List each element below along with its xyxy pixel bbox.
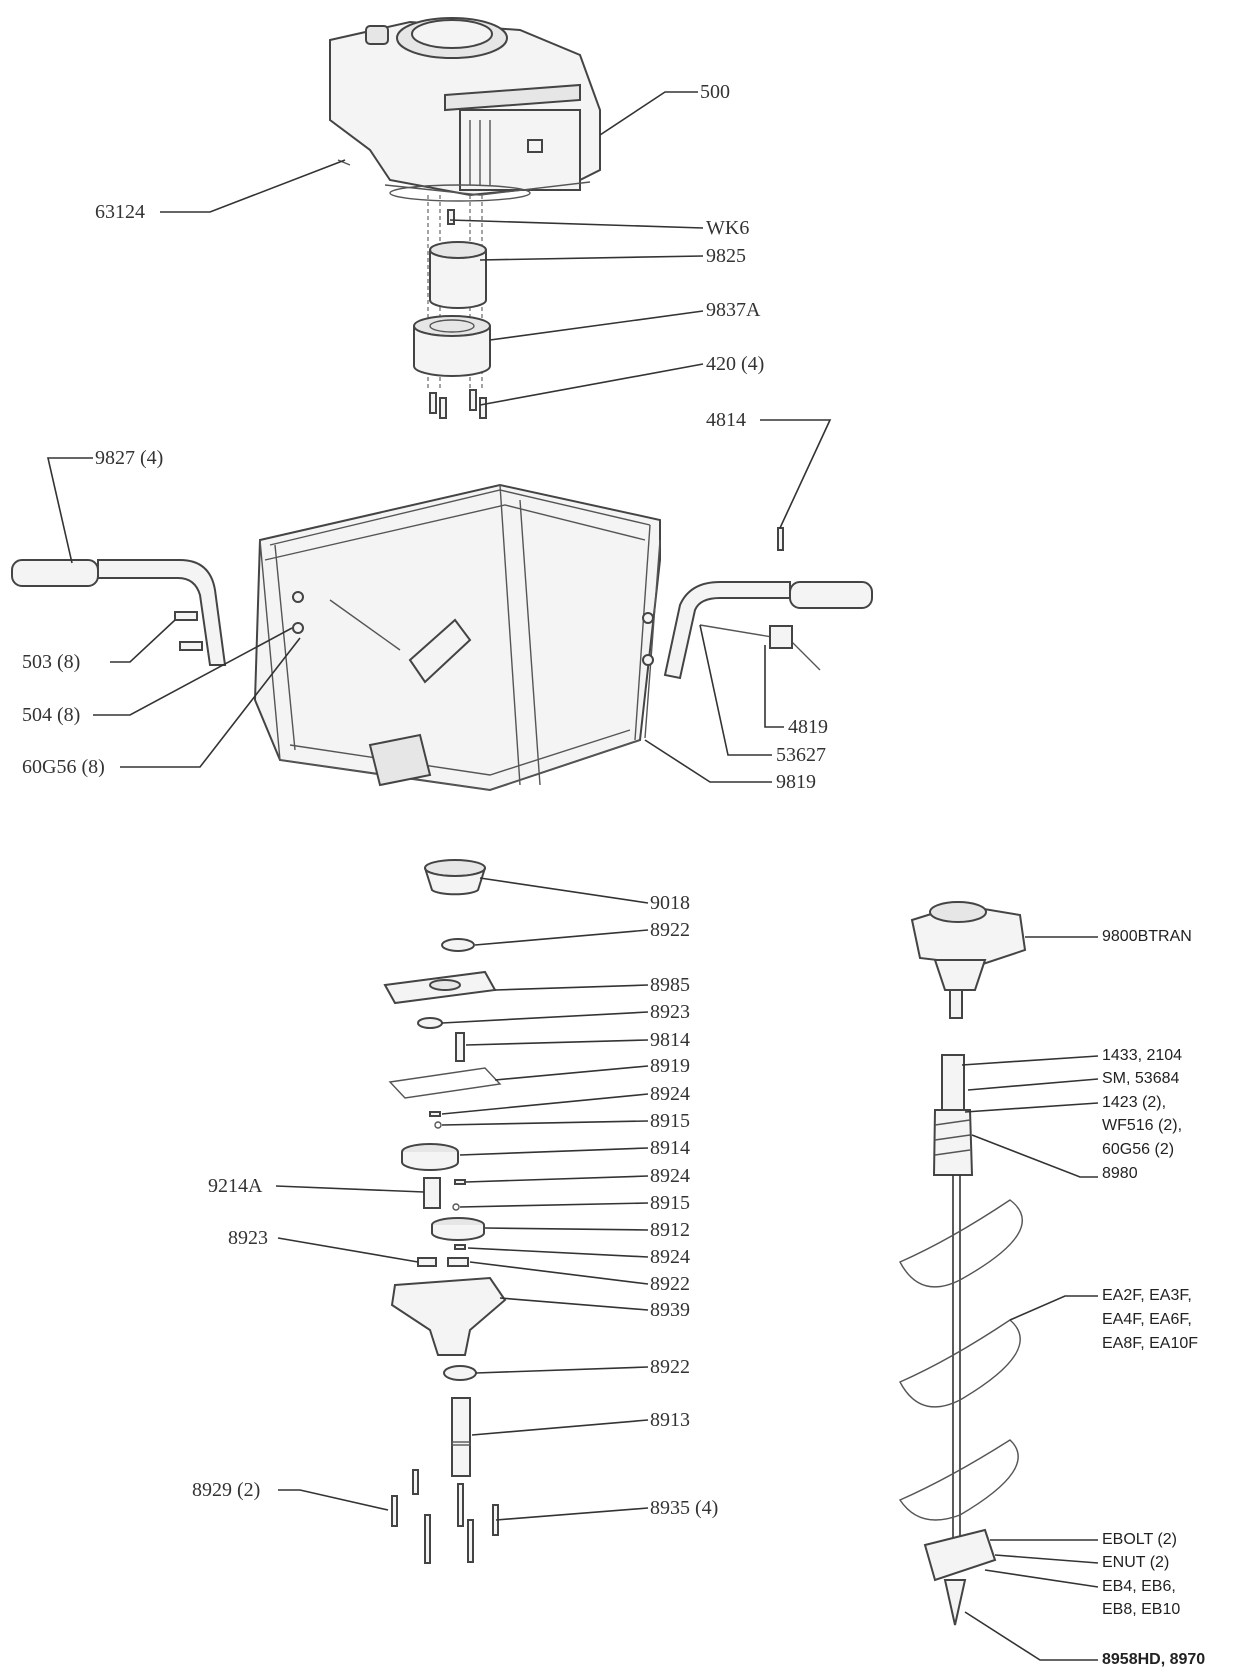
label-1433: 1433, 2104 — [1102, 1047, 1183, 1064]
label-9800btran: 9800BTRAN — [1102, 928, 1192, 945]
label-ea-3: EA8F, EA10F — [1102, 1335, 1199, 1352]
label-wf516: WF516 (2), — [1102, 1117, 1183, 1134]
label-8924-c: 8924 — [650, 1246, 690, 1268]
label-8912: 8912 — [650, 1219, 690, 1241]
auger — [898, 1054, 1023, 1626]
label-8922-a: 8922 — [650, 919, 690, 941]
engine-500 — [329, 17, 601, 202]
label-4814: 4814 — [706, 409, 746, 431]
label-8985: 8985 — [650, 974, 690, 996]
label-8939: 8939 — [650, 1299, 690, 1321]
transmission-stack — [383, 859, 507, 1564]
label-503: 503 (8) — [22, 651, 81, 673]
label-63124: 63124 — [95, 201, 145, 223]
label-9018: 9018 — [650, 892, 690, 914]
label-ea-2: EA4F, EA6F, — [1102, 1311, 1192, 1328]
label-500: 500 — [700, 81, 730, 103]
label-8915-b: 8915 — [650, 1192, 690, 1214]
label-504: 504 (8) — [22, 704, 81, 726]
coupling-9825 — [429, 241, 487, 309]
label-sm: SM, 53684 — [1102, 1070, 1180, 1087]
label-4819: 4819 — [788, 716, 828, 738]
wk6-key — [447, 209, 455, 225]
label-wk6: WK6 — [706, 217, 750, 239]
label-8929: 8929 (2) — [192, 1479, 261, 1501]
label-9825: 9825 — [706, 245, 746, 267]
label-420: 420 (4) — [706, 353, 765, 375]
label-enut: ENUT (2) — [1102, 1554, 1170, 1571]
label-8980: 8980 — [1102, 1165, 1138, 1182]
frame-9819 — [253, 483, 661, 792]
left-handle — [11, 559, 227, 666]
label-8958hd: 8958HD, 8970 — [1102, 1651, 1206, 1668]
assembled-transmission — [910, 901, 1027, 1019]
label-ea-1: EA2F, EA3F, — [1102, 1287, 1192, 1304]
handle-bolts — [174, 591, 654, 666]
label-8914: 8914 — [650, 1137, 690, 1159]
label-8913: 8913 — [650, 1409, 690, 1431]
label-8924-b: 8924 — [650, 1165, 690, 1187]
label-1423: 1423 (2), — [1102, 1094, 1167, 1111]
right-handle — [663, 581, 873, 680]
bolts-420 — [429, 389, 487, 419]
label-9827: 9827 (4) — [95, 447, 164, 469]
key-63124 — [337, 159, 351, 166]
label-eb-2: EB8, EB10 — [1102, 1601, 1181, 1618]
label-9214a: 9214A — [208, 1175, 263, 1197]
leader-lines — [46, 91, 1099, 1661]
label-8923-a: 8923 — [650, 1001, 690, 1023]
label-8924-a: 8924 — [650, 1083, 690, 1105]
label-53627: 53627 — [776, 744, 826, 766]
label-9837a: 9837A — [706, 299, 761, 321]
adapter-9837a — [413, 315, 491, 377]
label-8919: 8919 — [650, 1055, 690, 1077]
label-9814: 9814 — [650, 1029, 690, 1051]
label-8922-c: 8922 — [650, 1356, 690, 1378]
label-ebolt: EBOLT (2) — [1102, 1531, 1177, 1548]
label-eb-1: EB4, EB6, — [1102, 1578, 1176, 1595]
label-8915-a: 8915 — [650, 1110, 690, 1132]
pin-4814 — [777, 527, 784, 551]
label-8922-b: 8922 — [650, 1273, 690, 1295]
label-8935: 8935 (4) — [650, 1497, 719, 1519]
label-60g56-r: 60G56 (2) — [1102, 1141, 1175, 1158]
label-8923-b: 8923 — [228, 1227, 268, 1249]
label-60g56: 60G56 (8) — [22, 756, 105, 778]
label-9819: 9819 — [776, 771, 816, 793]
